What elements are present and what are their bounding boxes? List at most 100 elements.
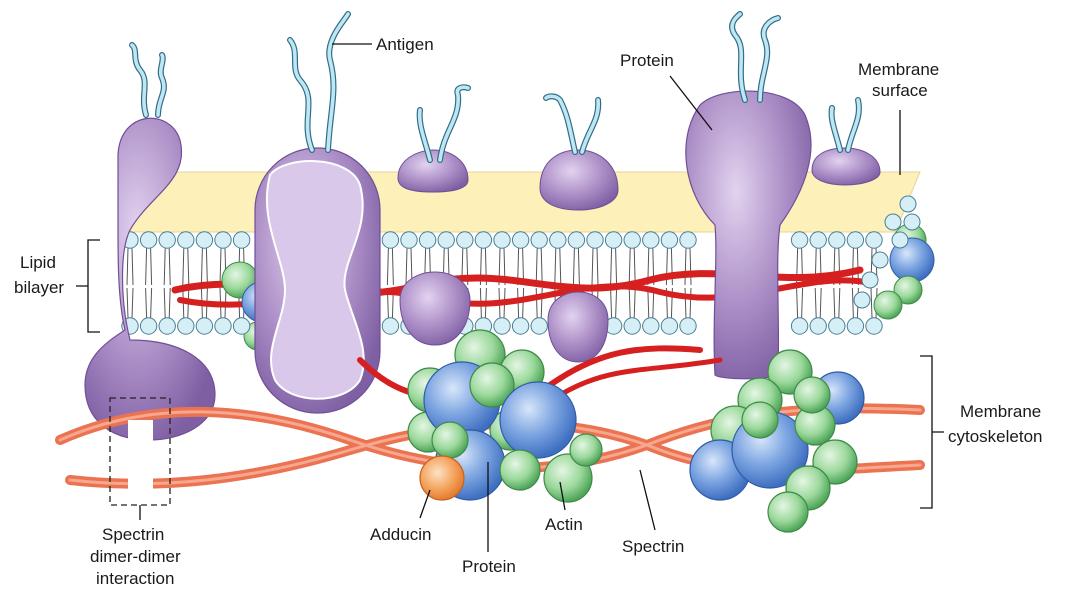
- lipid-head: [457, 232, 473, 248]
- protein-sphere: [500, 382, 576, 458]
- lipid-head: [624, 318, 640, 334]
- lipid-tail: [201, 248, 207, 285]
- lipid-tail: [611, 288, 617, 318]
- protein-small-top-1: [398, 150, 468, 192]
- protein-small-top-2: [540, 150, 618, 210]
- label-membrane-surface-1: Membrane: [858, 60, 939, 79]
- lipid-head: [904, 214, 920, 230]
- lipid-head: [140, 318, 156, 334]
- lipid-head: [791, 318, 807, 334]
- label-actin: Actin: [545, 515, 583, 534]
- lipid-head: [178, 318, 194, 334]
- lipid-head: [643, 318, 659, 334]
- lipid-head: [847, 232, 863, 248]
- label-membrane-surface-2: surface: [872, 81, 928, 100]
- lipid-head: [531, 318, 547, 334]
- lipid-tail: [387, 248, 393, 285]
- lipid-head: [196, 232, 212, 248]
- label-spectrin-dimer-3: interaction: [96, 569, 174, 588]
- lipid-head: [438, 232, 454, 248]
- actin-sphere-right-4: [874, 291, 902, 319]
- lipid-tail: [183, 248, 189, 285]
- dimer-gap-mask: [128, 420, 153, 495]
- lipid-head: [680, 318, 696, 334]
- lipid-tail: [555, 248, 561, 285]
- label-spectrin-dimer-1: Spectrin: [102, 525, 164, 544]
- lipid-head: [810, 232, 826, 248]
- lipid-tail: [685, 288, 691, 318]
- label-protein-top: Protein: [620, 51, 674, 70]
- lipid-head: [401, 232, 417, 248]
- lipid-head: [847, 318, 863, 334]
- lipid-head: [178, 232, 194, 248]
- lipid-head: [900, 196, 916, 212]
- lipid-head: [810, 318, 826, 334]
- glycan-chain: [132, 45, 146, 115]
- lipid-head: [475, 232, 491, 248]
- lipid-tail: [592, 248, 598, 285]
- lipid-tail: [164, 288, 170, 318]
- lipid-tail: [797, 288, 803, 318]
- lipid-tail: [536, 288, 542, 318]
- lipid-head: [892, 232, 908, 248]
- protein-transmembrane-center-left: [255, 148, 380, 413]
- lipid-head: [872, 252, 888, 268]
- lipid-head: [661, 318, 677, 334]
- lipid-head: [494, 318, 510, 334]
- lipid-tail: [815, 288, 821, 318]
- lipid-head: [382, 232, 398, 248]
- lipid-head: [512, 318, 528, 334]
- lipid-tail: [629, 248, 635, 285]
- lipid-tail: [611, 248, 617, 285]
- lipid-head: [885, 214, 901, 230]
- actin-sphere: [768, 492, 808, 532]
- lipid-head: [680, 232, 696, 248]
- lipid-head: [587, 232, 603, 248]
- lipid-head: [140, 232, 156, 248]
- protein-transmembrane-right: [686, 91, 811, 379]
- lipid-tail: [127, 288, 133, 318]
- lipid-head: [159, 318, 175, 334]
- lipid-tail: [685, 248, 691, 285]
- lipid-tail: [629, 288, 635, 318]
- lipid-tail: [127, 248, 133, 285]
- lipid-head: [512, 232, 528, 248]
- actin-sphere: [742, 402, 778, 438]
- leader-adducin: [420, 490, 430, 518]
- lipid-tail: [834, 288, 840, 318]
- glycan-chain: [290, 40, 312, 150]
- label-adducin: Adducin: [370, 525, 431, 544]
- label-cytoskeleton-2: cytoskeleton: [948, 427, 1043, 446]
- lipid-head: [643, 232, 659, 248]
- lipid-tail: [146, 248, 152, 285]
- lipid-head: [866, 318, 882, 334]
- bracket-cytoskeleton: [920, 356, 944, 508]
- actin-clusters: [408, 330, 864, 532]
- lipid-head: [233, 318, 249, 334]
- lipid-head: [494, 232, 510, 248]
- actin-sphere: [432, 422, 468, 458]
- lipid-tail: [146, 288, 152, 318]
- lipid-tail: [573, 248, 579, 285]
- lipid-head: [550, 232, 566, 248]
- adducin-sphere: [420, 456, 464, 500]
- leader-spectrin: [640, 470, 655, 530]
- label-lipid-2: bilayer: [14, 278, 64, 297]
- actin-sphere: [794, 377, 830, 413]
- actin-sphere: [570, 434, 602, 466]
- lipid-head: [568, 232, 584, 248]
- lipid-head: [854, 292, 870, 308]
- lipid-head: [215, 232, 231, 248]
- lipid-tail: [536, 248, 542, 285]
- lipid-head: [233, 232, 249, 248]
- lipid-head: [862, 272, 878, 288]
- lipid-head: [661, 232, 677, 248]
- lipid-head: [791, 232, 807, 248]
- label-protein-bottom: Protein: [462, 557, 516, 576]
- actin-sphere: [500, 450, 540, 490]
- lipid-head: [382, 318, 398, 334]
- lipid-head: [215, 318, 231, 334]
- label-spectrin: Spectrin: [622, 537, 684, 556]
